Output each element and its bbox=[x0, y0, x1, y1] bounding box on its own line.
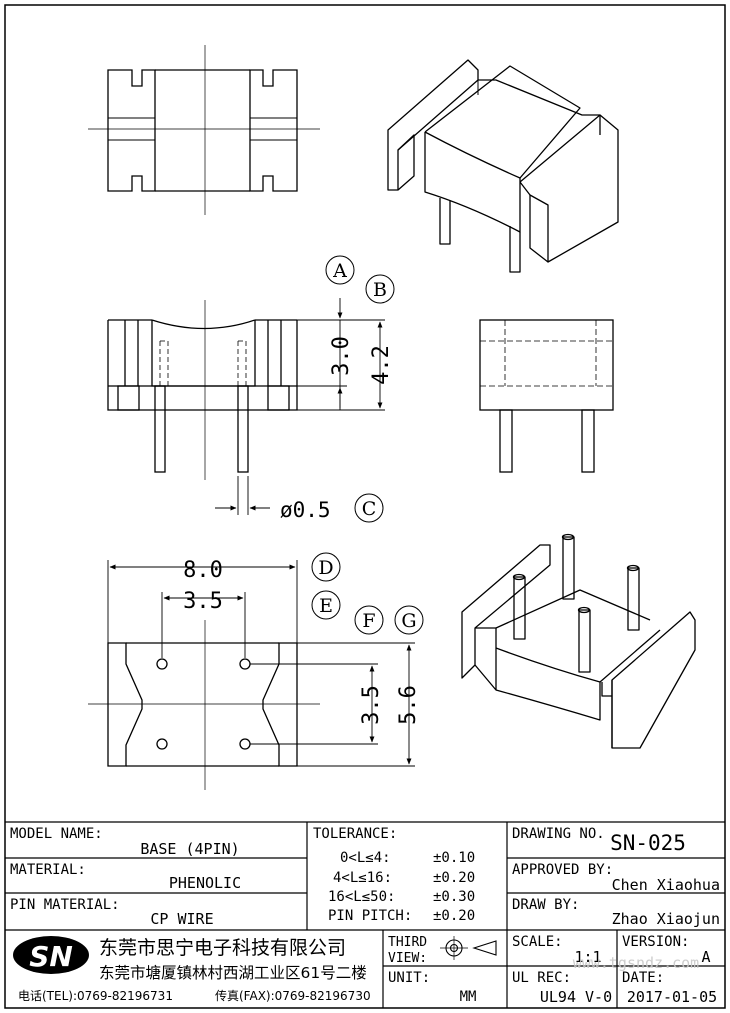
tolerance-value-4: ±0.20 bbox=[433, 908, 475, 924]
scale-label: SCALE: bbox=[512, 934, 563, 950]
third-angle-projection-symbol bbox=[440, 936, 497, 960]
company-name: 东莞市思宁电子科技有限公司 bbox=[99, 937, 346, 959]
dim-3-5-horizontal: 3.5 bbox=[183, 589, 223, 614]
dim-5-6: 5.6 bbox=[396, 685, 421, 725]
dim-pin-diameter: ø0.5 bbox=[280, 498, 331, 522]
third-view-label-2: VIEW: bbox=[388, 951, 427, 966]
version-label: VERSION: bbox=[622, 934, 689, 950]
drawing-no-value: SN-025 bbox=[610, 831, 686, 855]
marker-d: D bbox=[311, 552, 341, 582]
ul-rec-label: UL REC: bbox=[512, 970, 571, 986]
draw-by-value: Zhao Xiaojun bbox=[612, 910, 720, 928]
bottom-view bbox=[88, 620, 320, 790]
scale-value: 1:1 bbox=[574, 948, 601, 966]
dim-8-0: 8.0 bbox=[183, 558, 223, 583]
dim-lines-front bbox=[215, 298, 385, 515]
dim-4-2: 4.2 bbox=[369, 345, 394, 385]
tolerance-range-2: 4<L≤16: bbox=[333, 870, 392, 886]
marker-a: A bbox=[325, 255, 355, 285]
company-logo: SN bbox=[13, 936, 89, 974]
marker-g: G bbox=[394, 605, 424, 635]
marker-f: F bbox=[354, 605, 384, 635]
pin-material-value: CP WIRE bbox=[150, 910, 213, 928]
company-fax: 传真(FAX):0769-82196730 bbox=[215, 988, 371, 1003]
svg-text:B: B bbox=[373, 279, 387, 301]
svg-text:SN: SN bbox=[29, 940, 73, 973]
marker-c: C bbox=[354, 493, 384, 523]
watermark: www.tgsndz.com bbox=[573, 954, 699, 972]
tolerance-range-1: 0<L≤4: bbox=[340, 850, 391, 866]
svg-text:E: E bbox=[319, 595, 333, 617]
material-value: PHENOLIC bbox=[169, 874, 241, 892]
tolerance-range-3: 16<L≤50: bbox=[328, 889, 395, 905]
approved-by-label: APPROVED BY: bbox=[512, 862, 613, 878]
title-block-lines bbox=[5, 821, 725, 1008]
tolerance-range-4: PIN PITCH: bbox=[328, 908, 412, 924]
model-name-label: MODEL NAME: bbox=[10, 826, 103, 842]
approved-by-value: Chen Xiaohua bbox=[612, 876, 720, 894]
ul-rec-value: UL94 V-0 bbox=[540, 988, 612, 1006]
unit-value: MM bbox=[460, 989, 477, 1005]
side-view bbox=[479, 319, 614, 473]
dim-lines-bottom bbox=[107, 560, 415, 767]
pin-material-label: PIN MATERIAL: bbox=[10, 897, 120, 913]
tolerance-label: TOLERANCE: bbox=[313, 826, 397, 842]
svg-text:D: D bbox=[318, 557, 333, 579]
iso-view-top bbox=[387, 59, 619, 273]
tolerance-value-1: ±0.10 bbox=[433, 850, 475, 866]
date-label: DATE: bbox=[622, 970, 664, 986]
third-view-label-1: THIRD bbox=[388, 935, 427, 950]
marker-e: E bbox=[311, 590, 341, 620]
company-address: 东莞市塘厦镇林村西湖工业区61号二楼 bbox=[99, 964, 367, 982]
marker-b: B bbox=[365, 274, 395, 304]
tolerance-value-2: ±0.20 bbox=[433, 870, 475, 886]
svg-text:A: A bbox=[332, 260, 347, 282]
model-name-value: BASE (4PIN) bbox=[140, 840, 239, 858]
svg-text:F: F bbox=[362, 610, 375, 632]
dim-3-0: 3.0 bbox=[329, 336, 354, 376]
top-view bbox=[88, 45, 320, 215]
iso-view-bottom bbox=[461, 533, 696, 749]
draw-by-label: DRAW BY: bbox=[512, 897, 579, 913]
date-value: 2017-01-05 bbox=[627, 988, 717, 1006]
material-label: MATERIAL: bbox=[10, 862, 86, 878]
svg-text:C: C bbox=[362, 498, 377, 520]
unit-label: UNIT: bbox=[388, 970, 430, 986]
drawing-no-label: DRAWING NO. bbox=[512, 826, 605, 842]
front-view bbox=[107, 300, 298, 480]
svg-text:G: G bbox=[401, 610, 416, 632]
version-value: A bbox=[701, 948, 710, 966]
sheet-border bbox=[4, 4, 726, 1009]
company-phone: 电话(TEL):0769-82196731 bbox=[18, 989, 173, 1003]
dim-3-5-vertical: 3.5 bbox=[359, 685, 384, 725]
tolerance-value-3: ±0.30 bbox=[433, 889, 475, 905]
